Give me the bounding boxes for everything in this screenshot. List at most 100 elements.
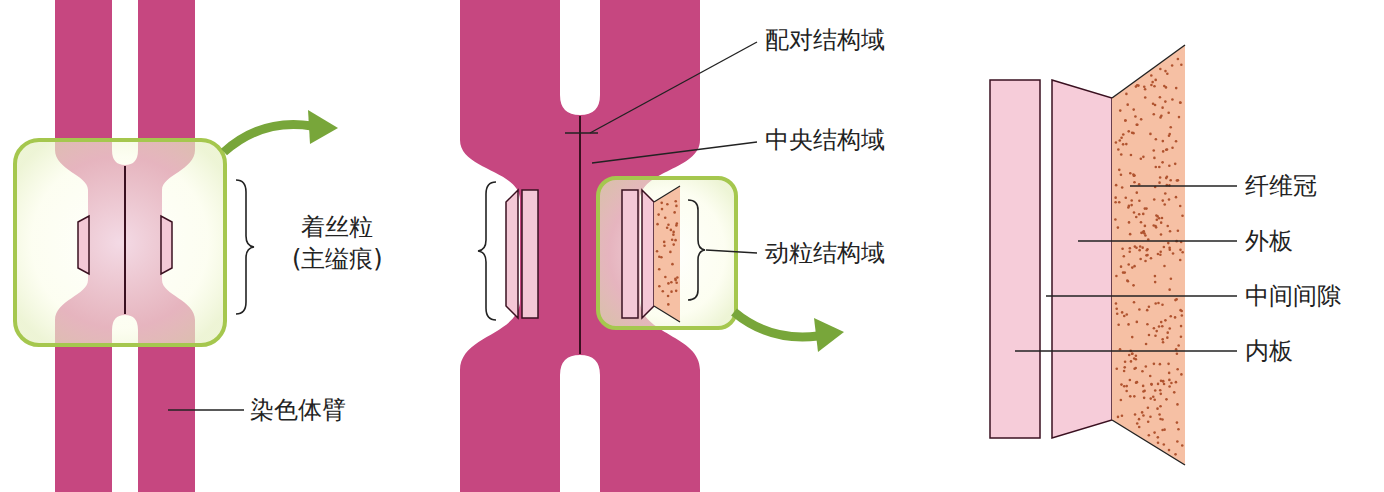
corona-dot xyxy=(1171,98,1174,101)
corona-dot xyxy=(1149,133,1152,136)
corona-dot xyxy=(1142,156,1145,159)
corona-dot xyxy=(1120,265,1123,268)
corona-dot xyxy=(1134,413,1137,416)
corona-dot xyxy=(1154,281,1157,284)
corona-dot xyxy=(1122,133,1125,136)
part-label: 中间间隙 xyxy=(1245,280,1341,312)
corona-dot xyxy=(1121,247,1124,250)
corona-dot xyxy=(1160,380,1163,383)
corona-dot xyxy=(1175,196,1178,199)
corona-dot xyxy=(674,200,677,203)
corona-dot xyxy=(1174,299,1177,302)
corona-dot xyxy=(1166,72,1169,75)
corona-dot xyxy=(1168,198,1171,201)
corona-dot xyxy=(1149,397,1152,400)
corona-dot xyxy=(1138,183,1141,186)
corona-dot xyxy=(1140,158,1143,161)
leader-line xyxy=(706,250,757,253)
corona-dot xyxy=(1168,385,1171,388)
corona-dot xyxy=(1127,263,1130,266)
corona-dot xyxy=(1115,184,1118,187)
corona-dot xyxy=(1121,186,1124,189)
corona-dot xyxy=(656,223,659,226)
corona-dot xyxy=(1129,379,1132,382)
corona-dot xyxy=(1148,434,1151,437)
bracket xyxy=(236,180,254,314)
corona-dot xyxy=(1163,203,1166,206)
corona-dot xyxy=(1153,198,1156,201)
corona-dot xyxy=(1133,265,1136,268)
corona-dot xyxy=(1143,397,1146,400)
corona-dot xyxy=(671,238,674,241)
corona-dot xyxy=(1155,330,1158,333)
corona-dot xyxy=(1175,381,1178,384)
corona-dot xyxy=(1154,166,1157,169)
corona-dot xyxy=(1123,385,1126,388)
corona-dot xyxy=(1162,140,1165,143)
corona-dot xyxy=(1167,111,1170,114)
corona-dot xyxy=(1170,382,1173,385)
corona-dot xyxy=(1158,413,1161,416)
corona-dot xyxy=(1145,365,1148,368)
corona-dot xyxy=(670,281,673,284)
corona-dot xyxy=(1135,354,1138,357)
corona-dot xyxy=(1133,301,1136,304)
corona-dot xyxy=(1130,199,1133,202)
leader-line xyxy=(1046,295,1237,296)
corona-dot xyxy=(660,202,663,205)
corona-dot xyxy=(675,281,678,284)
corona-dot xyxy=(1176,368,1179,371)
corona-dot xyxy=(1146,309,1149,312)
corona-dot xyxy=(1165,86,1168,89)
corona-dot xyxy=(1126,103,1129,106)
corona-dot xyxy=(1131,266,1134,269)
corona-dot xyxy=(1161,338,1164,341)
corona-dot xyxy=(1181,251,1184,254)
corona-dot xyxy=(1166,336,1169,339)
corona-dot xyxy=(658,255,661,258)
corona-dot xyxy=(1156,218,1159,221)
corona-dot xyxy=(1144,234,1147,237)
corona-dot xyxy=(1125,93,1128,96)
corona-dot xyxy=(1118,139,1121,142)
corona-dot xyxy=(1168,372,1171,375)
corona-dot xyxy=(1142,414,1145,417)
corona-dot xyxy=(1167,363,1170,366)
corona-dot xyxy=(1156,407,1159,410)
green-arrow xyxy=(224,124,312,152)
corona-dot xyxy=(675,205,678,208)
bracket xyxy=(478,182,496,320)
corona-dot xyxy=(1140,232,1143,235)
corona-dot xyxy=(1181,214,1184,217)
corona-dot xyxy=(1115,302,1118,305)
corona-dot xyxy=(1157,383,1160,386)
corona-dot xyxy=(1133,181,1136,184)
outer-plate xyxy=(642,190,654,318)
corona-dot xyxy=(1168,379,1171,382)
corona-dot xyxy=(1169,179,1172,182)
part-label: 内板 xyxy=(1245,335,1293,367)
corona-dot xyxy=(1118,169,1121,172)
corona-dot xyxy=(1115,307,1118,310)
corona-dot xyxy=(1153,363,1156,366)
corona-dot xyxy=(1132,132,1135,135)
part-label: 纤维冠 xyxy=(1245,170,1317,202)
corona-dot xyxy=(1168,164,1171,167)
corona-dot xyxy=(675,290,678,293)
corona-dot xyxy=(1136,84,1139,87)
corona-dot xyxy=(1168,248,1171,251)
corona-dot xyxy=(1160,321,1163,324)
corona-dot xyxy=(1132,284,1135,287)
corona-dot xyxy=(1124,119,1127,122)
corona-dot xyxy=(1130,154,1133,157)
corona-dot xyxy=(1176,352,1179,355)
corona-dot xyxy=(1174,163,1177,166)
corona-dot xyxy=(1152,395,1155,398)
corona-dot xyxy=(1157,253,1160,256)
structure-label: 着丝粒 (主缢痕) xyxy=(292,211,383,276)
corona-dot xyxy=(674,277,677,280)
corona-dot xyxy=(1136,422,1139,425)
corona-dot xyxy=(1123,366,1126,369)
corona-dot xyxy=(1179,249,1182,252)
corona-dot xyxy=(1155,226,1158,229)
